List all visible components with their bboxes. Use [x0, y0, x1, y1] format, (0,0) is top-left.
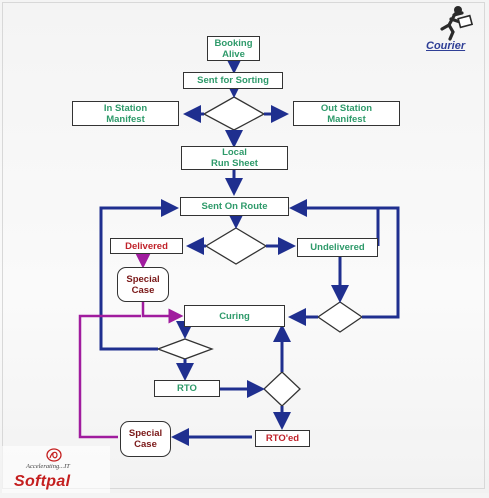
decision-diamond-route [204, 227, 268, 265]
logo-name: Softpal [14, 473, 71, 490]
decision-diamond-sorting [202, 96, 266, 131]
diagram-frame [2, 2, 485, 489]
running-courier-icon [434, 5, 474, 46]
connector-decision-loop-to-route [289, 199, 400, 319]
node-special-case-bottom: Special Case [120, 421, 171, 457]
connector-special-to-curing [141, 302, 184, 324]
node-sent-for-sorting: Sent for Sorting [183, 72, 283, 89]
logo-tagline: Accelerating...IT [26, 463, 70, 470]
node-undelivered: Undelivered [297, 238, 378, 257]
node-rto: RTO [154, 380, 220, 397]
node-delivered: Delivered [110, 238, 183, 254]
node-special-case-top: Special Case [117, 267, 169, 302]
connector-special-loop-to-curing [78, 314, 141, 439]
node-local-run-sheet: Local Run Sheet [181, 146, 288, 170]
node-sent-on-route: Sent On Route [180, 197, 289, 216]
courier-link[interactable]: Courier [426, 40, 466, 52]
decision-diamond-curing [156, 338, 214, 360]
node-rto-ed: RTO'ed [255, 430, 310, 447]
decision-diamond-rto [263, 371, 301, 407]
decision-diamond-undelivered [316, 301, 364, 333]
connector-decision-loop-to-route-left [99, 199, 179, 351]
node-in-station-manifest: In Station Manifest [72, 101, 179, 126]
softpal-logo [2, 446, 110, 493]
node-booking-alive: Booking Alive [207, 36, 260, 61]
node-curing: Curing [184, 305, 285, 327]
node-out-station-manifest: Out Station Manifest [293, 101, 400, 126]
